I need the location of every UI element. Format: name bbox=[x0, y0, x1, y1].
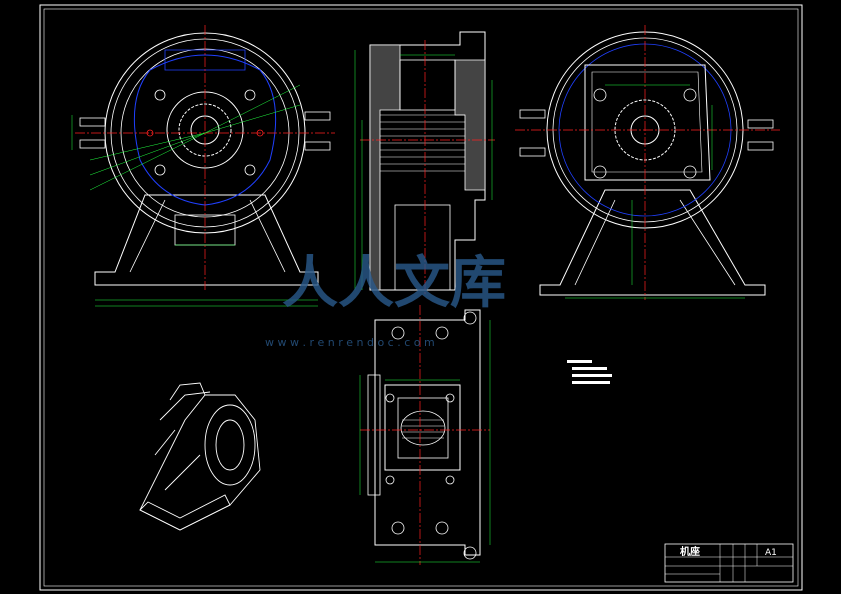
watermark-brand: 人人文库 bbox=[282, 251, 506, 316]
isometric-view bbox=[139, 382, 261, 531]
section-view bbox=[354, 31, 495, 295]
outer-border bbox=[39, 4, 803, 591]
watermark: 人人文库 w w w . r e n r e n d o c . c o m bbox=[265, 251, 506, 349]
rear-view bbox=[515, 25, 780, 300]
inner-border bbox=[43, 8, 799, 587]
front-view bbox=[71, 25, 335, 307]
watermark-url: w w w . r e n r e n d o c . c o m bbox=[265, 336, 435, 349]
top-view bbox=[359, 305, 491, 565]
technical-notes bbox=[567, 360, 612, 384]
sheet-size: A1 bbox=[765, 548, 777, 558]
title-block[interactable]: 机座 A1 bbox=[664, 543, 794, 583]
drawing-title: 机座 bbox=[680, 545, 700, 558]
